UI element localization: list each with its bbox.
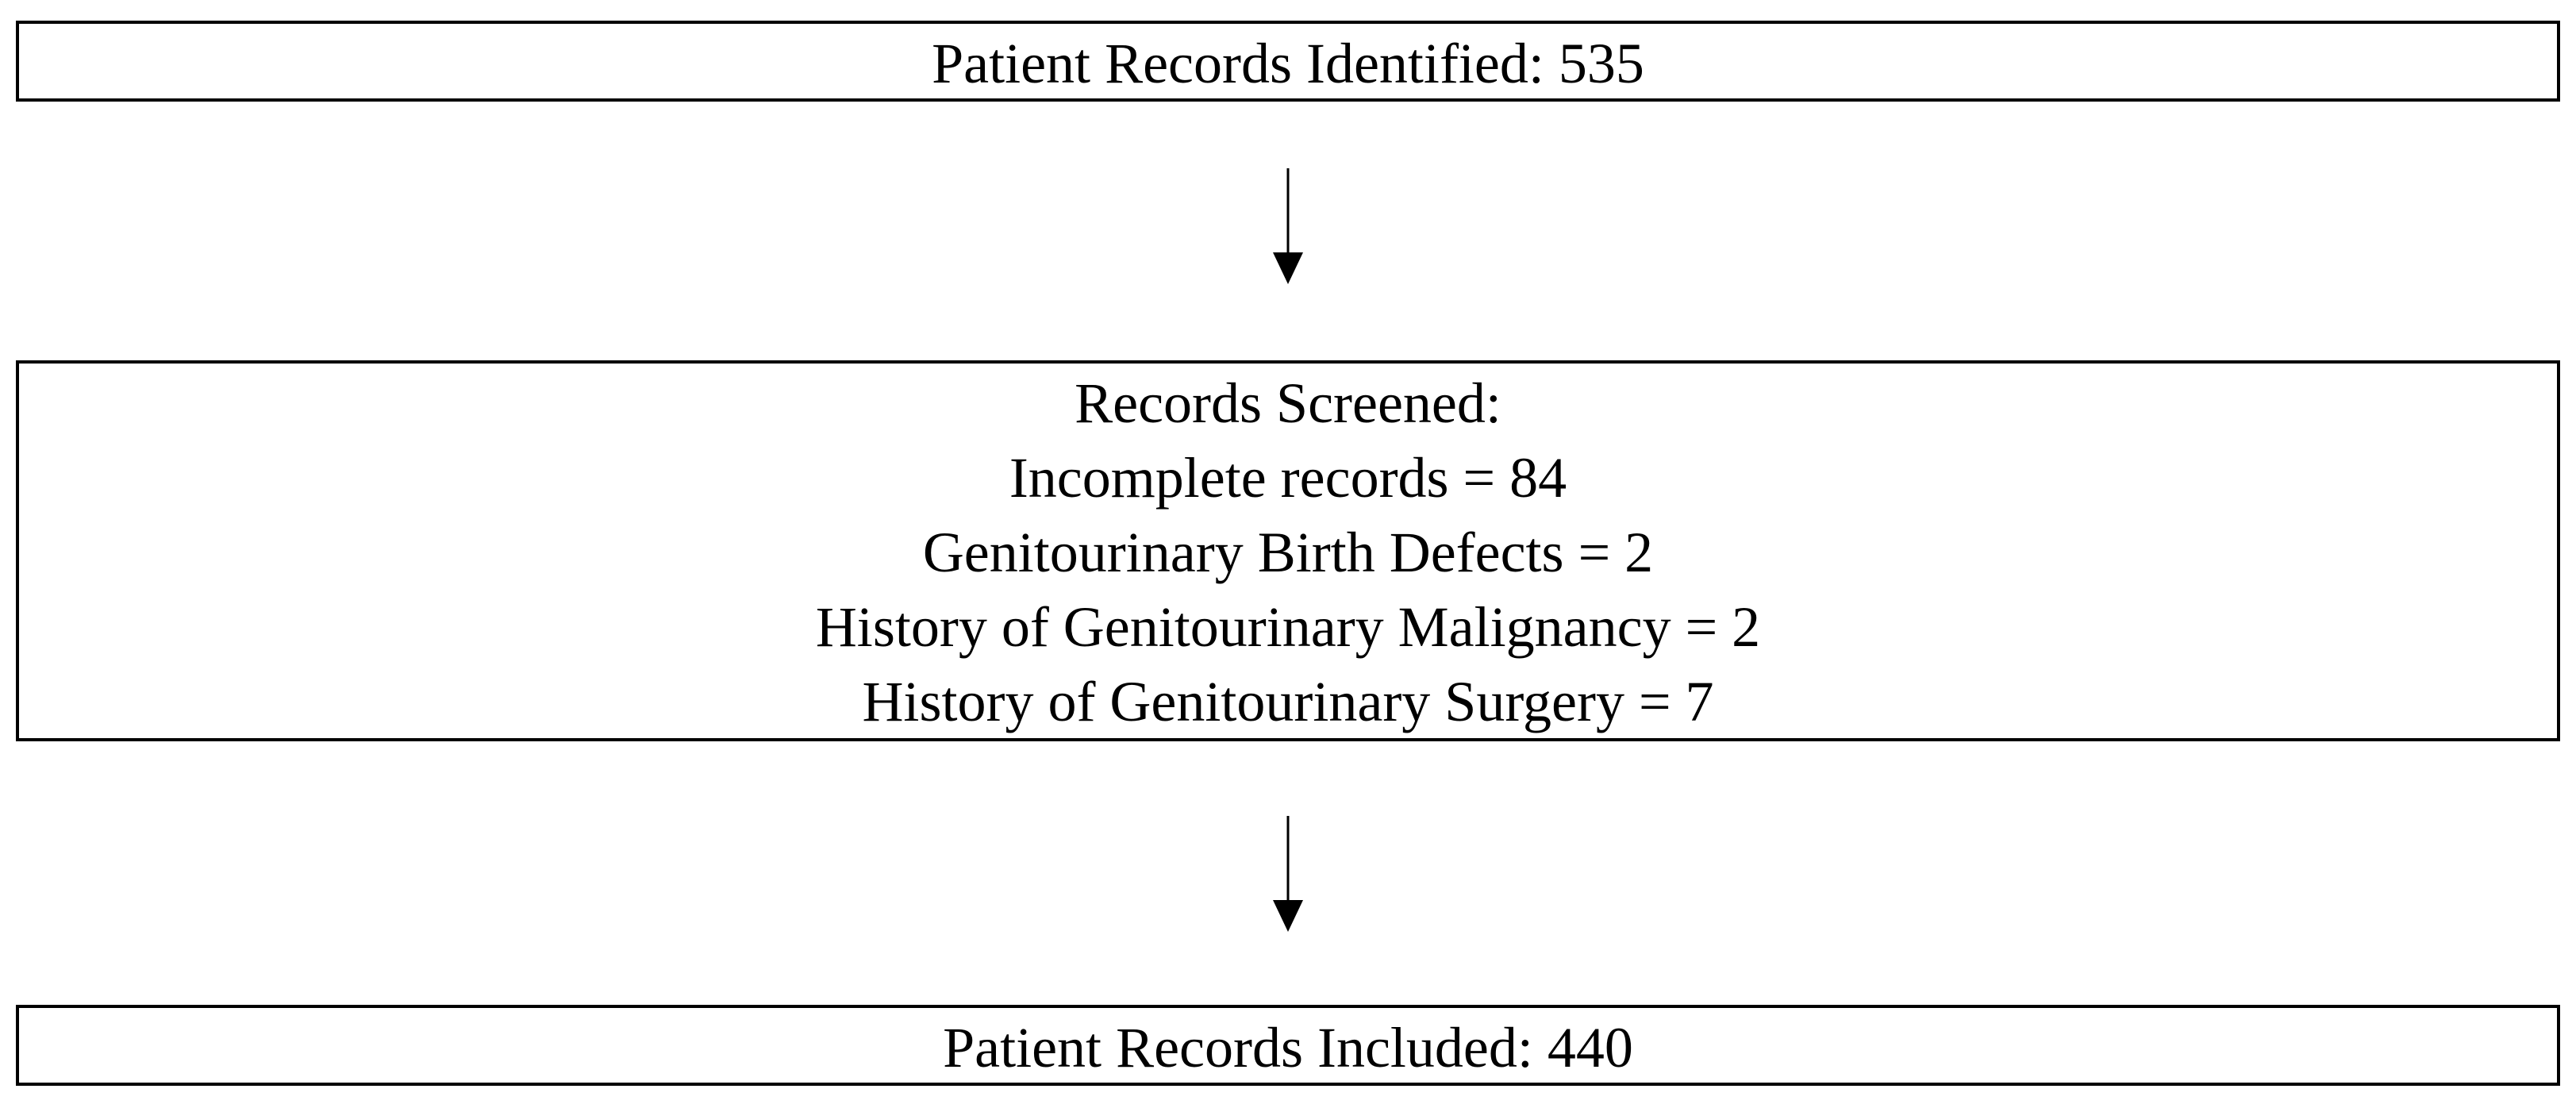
records-screened-box: Records Screened: Incomplete records = 8… — [16, 360, 2560, 741]
records-included-box: Patient Records Included: 440 — [16, 1005, 2560, 1086]
arrow-screened-to-included — [1273, 816, 1303, 932]
surgery-history-line: History of Genitourinary Surgery = 7 — [862, 670, 1714, 733]
malignancy-history-line: History of Genitourinary Malignancy = 2 — [815, 595, 1761, 659]
records-identified-label: Patient Records Identified: 535 — [932, 32, 1644, 95]
arrow-identified-to-screened — [1273, 168, 1303, 284]
birth-defects-line: Genitourinary Birth Defects = 2 — [922, 521, 1654, 584]
arrow-head-1 — [1273, 252, 1303, 284]
records-identified-box: Patient Records Identified: 535 — [16, 21, 2560, 102]
arrow-head-2 — [1273, 900, 1303, 932]
records-included-label: Patient Records Included: 440 — [943, 1016, 1633, 1079]
records-screened-heading: Records Screened: — [1075, 371, 1501, 435]
incomplete-records-line: Incomplete records = 84 — [1009, 446, 1567, 510]
